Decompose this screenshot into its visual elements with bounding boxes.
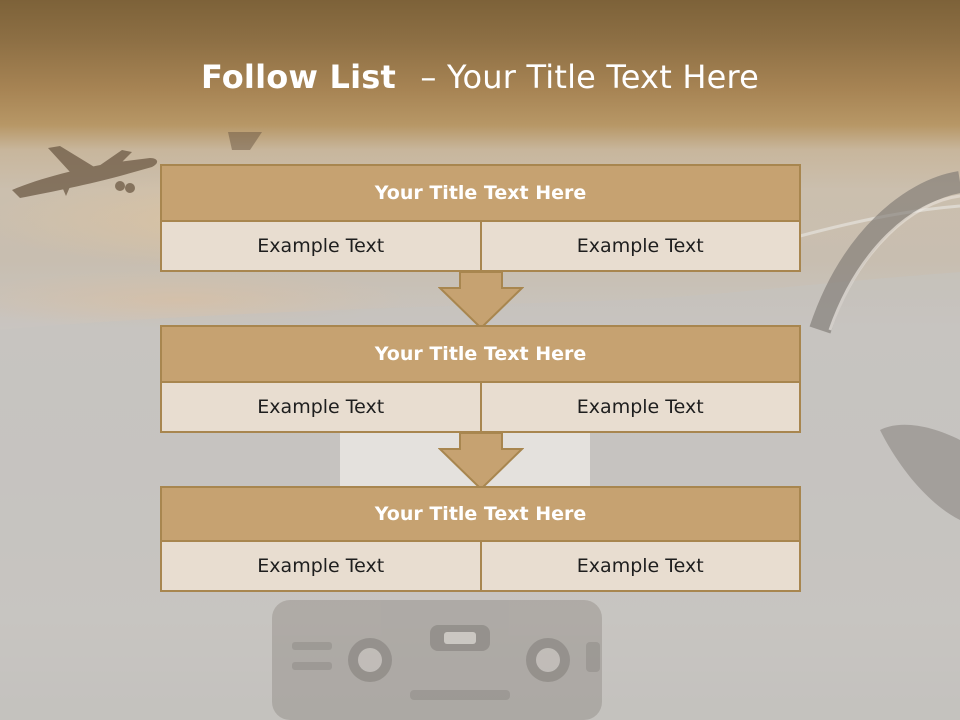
- down-arrow-icon: [438, 433, 524, 491]
- block-title: Your Title Text Here: [160, 325, 801, 383]
- block-left-text: Example Text: [160, 383, 482, 433]
- list-block-3: Your Title Text Here Example Text Exampl…: [160, 486, 801, 592]
- block-right-text: Example Text: [479, 222, 801, 272]
- slide-title-bold: Follow List: [200, 58, 397, 96]
- block-title: Your Title Text Here: [160, 486, 801, 542]
- block-row: Example Text Example Text: [160, 542, 801, 592]
- slide-title: Follow List – Your Title Text Here: [0, 52, 960, 102]
- list-block-2: Your Title Text Here Example Text Exampl…: [160, 325, 801, 433]
- block-right-text: Example Text: [479, 542, 801, 592]
- block-right-text: Example Text: [479, 383, 801, 433]
- block-left-text: Example Text: [160, 222, 482, 272]
- block-row: Example Text Example Text: [160, 222, 801, 272]
- block-row: Example Text Example Text: [160, 383, 801, 433]
- steering-wheel-icon: [809, 171, 960, 520]
- airplane-silhouette-icon: [12, 132, 262, 198]
- dashboard-console-icon: [272, 600, 602, 720]
- block-left-text: Example Text: [160, 542, 482, 592]
- slide-title-rest: – Your Title Text Here: [420, 58, 760, 96]
- list-block-1: Your Title Text Here Example Text Exampl…: [160, 164, 801, 272]
- block-title: Your Title Text Here: [160, 164, 801, 222]
- down-arrow-icon: [438, 272, 524, 330]
